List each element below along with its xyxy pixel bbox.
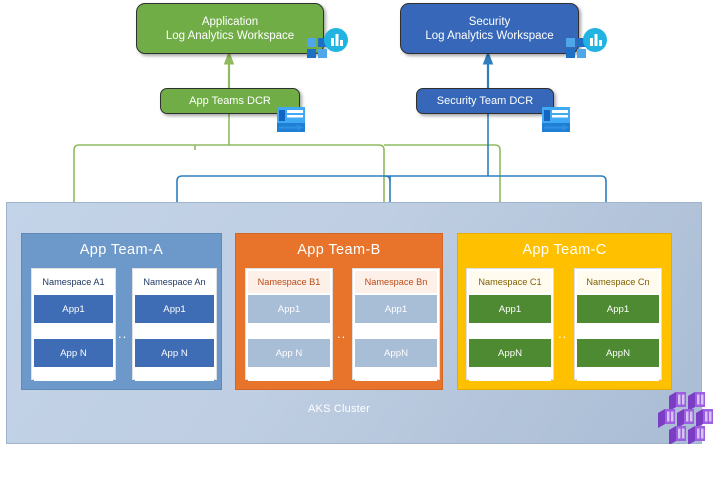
team-title: App Team-A xyxy=(79,242,164,258)
app-item: AppN xyxy=(469,339,551,367)
spacer xyxy=(577,369,659,381)
workspace-line2: Log Analytics Workspace xyxy=(165,29,295,42)
spacer xyxy=(248,325,330,337)
dcr-label: Security Team DCR xyxy=(436,95,534,107)
namespace-title: Namespace Bn xyxy=(355,271,437,293)
spacer xyxy=(355,369,437,381)
app-item: App N xyxy=(34,339,113,367)
namespace-box[interactable]: Namespace Cn App1 AppN xyxy=(574,268,662,381)
data-collection-rule-icon xyxy=(542,107,570,132)
security-team-dcr[interactable]: Security Team DCR xyxy=(416,88,554,114)
namespace-ellipsis: .. xyxy=(118,326,128,341)
app-team-c-panel[interactable]: App Team-C Namespace C1 App1 AppN .. Nam… xyxy=(457,233,672,390)
spacer xyxy=(248,369,330,381)
namespace-box[interactable]: Namespace B1 App1 App N xyxy=(245,268,333,381)
security-log-analytics-workspace[interactable]: Security Log Analytics Workspace xyxy=(400,3,579,54)
app-item: AppN xyxy=(355,339,437,367)
spacer xyxy=(469,369,551,381)
dcr-label: App Teams DCR xyxy=(189,95,271,107)
namespace-ellipsis: .. xyxy=(558,326,568,341)
namespace-title: Namespace An xyxy=(135,271,214,293)
namespace-title: Namespace B1 xyxy=(248,271,330,293)
application-log-analytics-workspace[interactable]: Application Log Analytics Workspace xyxy=(136,3,324,54)
namespace-title: Namespace A1 xyxy=(34,271,113,293)
app-team-b-panel[interactable]: App Team-B Namespace B1 App1 App N .. Na… xyxy=(235,233,443,390)
data-collection-rule-icon xyxy=(277,107,305,132)
log-analytics-workspace-icon xyxy=(566,28,607,58)
workspace-line2: Log Analytics Workspace xyxy=(425,29,554,42)
app-item: App1 xyxy=(355,295,437,323)
namespace-box[interactable]: Namespace Bn App1 AppN xyxy=(352,268,440,381)
app-item: App N xyxy=(248,339,330,367)
namespace-box[interactable]: Namespace C1 App1 AppN xyxy=(466,268,554,381)
app-item: App1 xyxy=(248,295,330,323)
app-item: App N xyxy=(135,339,214,367)
app-team-a-panel[interactable]: App Team-A Namespace A1 App1 App N .. Na… xyxy=(21,233,222,390)
app-item: App1 xyxy=(469,295,551,323)
app-item: AppN xyxy=(577,339,659,367)
spacer xyxy=(135,369,214,381)
log-analytics-workspace-icon xyxy=(307,28,348,58)
app-item: App1 xyxy=(577,295,659,323)
namespace-title: Namespace Cn xyxy=(577,271,659,293)
namespace-box[interactable]: Namespace An App1 App N xyxy=(132,268,217,381)
namespace-title: Namespace C1 xyxy=(469,271,551,293)
namespace-ellipsis: .. xyxy=(337,326,347,341)
kubernetes-containers-icon xyxy=(658,392,713,444)
spacer xyxy=(469,325,551,337)
team-title: App Team-C xyxy=(522,242,607,258)
app-teams-dcr[interactable]: App Teams DCR xyxy=(160,88,300,114)
spacer xyxy=(355,325,437,337)
workspace-line1: Security xyxy=(468,15,511,28)
workspace-line1: Application xyxy=(201,15,259,28)
spacer xyxy=(34,325,113,337)
spacer xyxy=(34,369,113,381)
app-item: App1 xyxy=(34,295,113,323)
aks-cluster-label: AKS Cluster xyxy=(308,403,371,415)
app-item: App1 xyxy=(135,295,214,323)
spacer xyxy=(577,325,659,337)
spacer xyxy=(135,325,214,337)
namespace-box[interactable]: Namespace A1 App1 App N xyxy=(31,268,116,381)
team-title: App Team-B xyxy=(297,242,381,258)
